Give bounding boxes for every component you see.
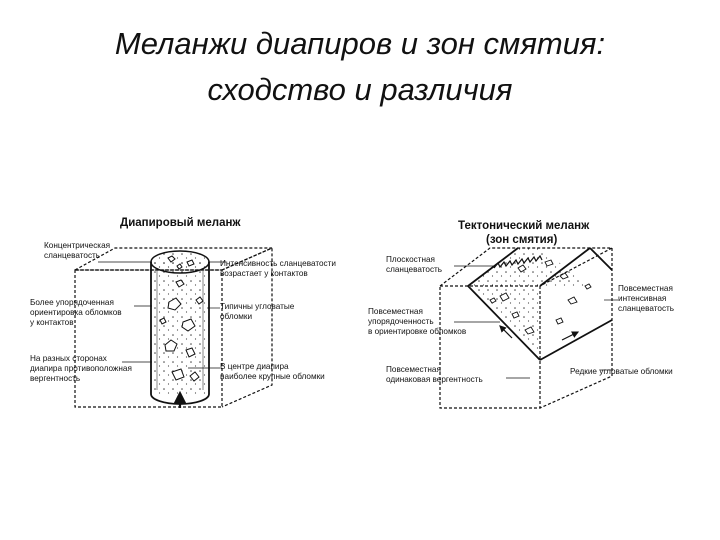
diapir-heading: Диапировый меланж [120,217,241,229]
label-angular: Типичны угловатые обломки [220,302,297,321]
label-planar: Плоскостная сланцеватость [386,255,442,274]
diapir-block [74,247,273,408]
label-concentric: Концентрическая сланцеватость [44,241,112,260]
label-intensity: Интенсивность сланцеватости возрастает у… [220,259,338,278]
left-leaders [98,261,226,369]
label-ubiquitous-vergence: Повсеместная одинаковая вергентность [386,365,483,384]
tectonic-block [439,247,613,409]
label-ordered: Более упорядоченная ориентировка обломко… [30,298,124,327]
diapir-cylinder [150,250,210,408]
title-line-1: Меланжи диапиров и зон смятия: [114,26,606,61]
label-ubiquitous-ordered: Повсеместная упорядоченность в ориентиро… [368,307,466,336]
right-leaders [454,265,618,379]
title-line-2: сходство и различия [207,72,513,107]
label-intensive: Повсеместная интенсивная сланцеватость [618,284,675,313]
label-center-large: В центре диапира наиболее крупные обломк… [220,362,325,381]
label-rare-angular: Редкие угловатые обломки [570,367,673,376]
label-opposite-vergence: На разных сторонах диапира противоположн… [30,354,134,383]
tectonic-heading: Тектонический меланж (зон смятия) [458,220,592,246]
